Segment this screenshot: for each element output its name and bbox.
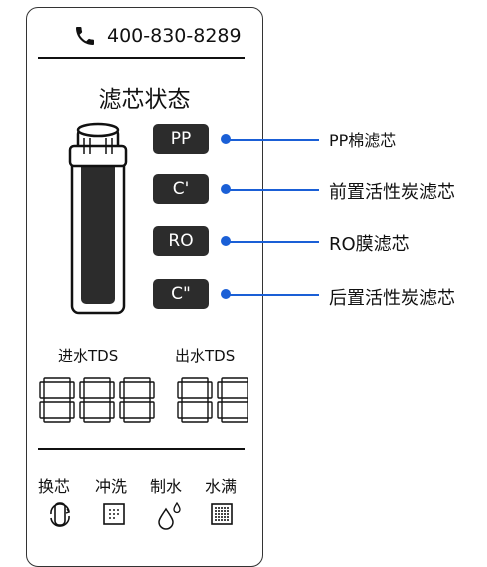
digit-segment xyxy=(83,417,111,423)
filter-cartridge-icon xyxy=(68,122,128,315)
tank-dot xyxy=(218,510,220,512)
tank-dot xyxy=(215,507,217,509)
digit-segment xyxy=(123,377,151,383)
callout-line xyxy=(226,139,319,141)
tank-dot xyxy=(227,507,229,509)
filter-change-icon xyxy=(50,502,71,527)
status-label-tank-full: 水满 xyxy=(205,477,238,496)
tank-dot xyxy=(224,510,226,512)
digit-segment xyxy=(69,401,75,419)
digit-segment xyxy=(43,417,71,423)
tank-dot xyxy=(227,513,229,515)
digit-segment xyxy=(221,417,249,423)
badge-c-double-prime: C" xyxy=(153,279,209,309)
digit-segment xyxy=(43,397,71,403)
water-drop-icon xyxy=(158,501,181,530)
status-divider xyxy=(38,448,245,450)
panel-title: 滤芯状态 xyxy=(98,87,191,113)
phone-number: 400-830-8289 xyxy=(107,25,242,47)
outlet-tds-label: 出水TDS xyxy=(175,347,236,365)
tank-dot xyxy=(224,507,226,509)
callout-line xyxy=(226,241,319,243)
status-label-make-water: 制水 xyxy=(150,477,183,496)
badge-pp: PP xyxy=(153,124,209,154)
inlet-tds-label: 进水TDS xyxy=(58,347,119,365)
digit-segment xyxy=(83,397,111,403)
digit-segment xyxy=(207,401,213,419)
tank-dot xyxy=(227,516,229,518)
tank-dot xyxy=(221,507,223,509)
tank-dot xyxy=(227,510,229,512)
digit-segment xyxy=(177,401,183,419)
status-label-flush: 冲洗 xyxy=(95,477,128,496)
outlet-tds-digits xyxy=(177,377,253,423)
label-post-carbon-filter: 后置活性炭滤芯 xyxy=(329,288,455,309)
tank-dot xyxy=(215,516,217,518)
tank-dot xyxy=(215,513,217,515)
phone-icon xyxy=(76,27,94,45)
digit-segment xyxy=(221,397,249,403)
callout-line xyxy=(226,189,319,191)
callout-line xyxy=(226,294,319,296)
digit-segment xyxy=(119,381,125,399)
digit-segment xyxy=(207,381,213,399)
badge-ro: RO xyxy=(153,226,209,256)
inlet-tds-display xyxy=(38,376,158,428)
digit-segment xyxy=(123,397,151,403)
digit-segment xyxy=(217,401,223,419)
tank-dot xyxy=(218,516,220,518)
inlet-tds-digits xyxy=(39,377,155,423)
tank-dot xyxy=(224,513,226,515)
tank-dot xyxy=(221,519,223,521)
digit-segment xyxy=(69,381,75,399)
digit-segment xyxy=(123,417,151,423)
digit-segment xyxy=(39,401,45,419)
digit-segment xyxy=(39,381,45,399)
digit-segment xyxy=(217,381,223,399)
tank-dot xyxy=(221,510,223,512)
hotline: 400-830-8289 xyxy=(73,22,242,50)
status-label-change: 换芯 xyxy=(38,477,71,496)
digit-segment xyxy=(221,377,249,383)
label-pp-filter: PP棉滤芯 xyxy=(329,131,397,150)
tank-dot xyxy=(218,519,220,521)
header-divider xyxy=(38,57,245,59)
tank-dot xyxy=(224,516,226,518)
digit-segment xyxy=(79,401,85,419)
digit-segment xyxy=(109,401,115,419)
digit-segment xyxy=(119,401,125,419)
tank-dot xyxy=(218,513,220,515)
tank-dot xyxy=(218,507,220,509)
digit-segment xyxy=(177,381,183,399)
tank-dot xyxy=(215,519,217,521)
tank-dot xyxy=(227,519,229,521)
tank-dot xyxy=(221,516,223,518)
badge-c-prime: C' xyxy=(153,174,209,204)
digit-segment xyxy=(181,417,209,423)
label-pre-carbon-filter: 前置活性炭滤芯 xyxy=(329,182,455,203)
outlet-tds-display xyxy=(176,376,253,428)
label-ro-filter: RO膜滤芯 xyxy=(329,234,410,255)
tank-full-icon xyxy=(211,503,233,525)
digit-segment xyxy=(43,377,71,383)
digit-segment xyxy=(149,401,155,419)
digit-segment xyxy=(181,397,209,403)
tank-dot xyxy=(215,510,217,512)
digit-segment xyxy=(149,381,155,399)
digit-segment xyxy=(83,377,111,383)
tank-dot xyxy=(221,513,223,515)
flush-icon xyxy=(103,503,125,525)
digit-segment xyxy=(79,381,85,399)
tank-dot xyxy=(224,519,226,521)
digit-segment xyxy=(181,377,209,383)
digit-segment xyxy=(109,381,115,399)
